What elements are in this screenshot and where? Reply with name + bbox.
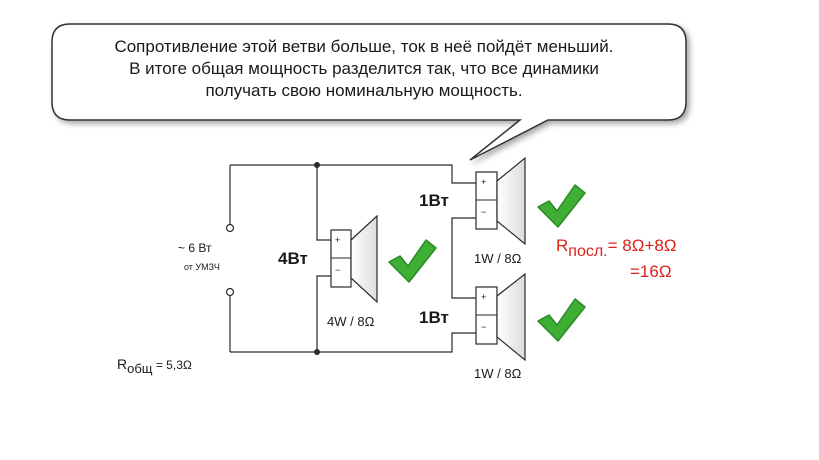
plus-sign: + <box>481 177 487 187</box>
speaker-1w-bottom-rating: 1W / 8Ω <box>474 366 522 381</box>
callout-text: Сопротивление этой ветви больше, ток в н… <box>48 36 680 102</box>
terminal-top <box>225 223 235 233</box>
checkmark-icon <box>537 298 586 342</box>
speaker-1w-top-rating: 1W / 8Ω <box>474 251 522 266</box>
minus-sign: − <box>335 265 341 275</box>
speaker-4w-power-label: 4Вт <box>278 249 308 268</box>
minus-sign: − <box>481 322 487 332</box>
speaker-4w-rating: 4W / 8Ω <box>327 314 375 329</box>
speaker-4w-icon <box>330 214 378 304</box>
callout-line-3: получать свою номинальную мощность. <box>205 81 523 100</box>
series-resistance-result: =16Ω <box>630 262 672 281</box>
checkmark-icon <box>388 239 437 283</box>
speaker-1w-bottom-power-label: 1Вт <box>419 308 449 327</box>
checkmark-icon <box>537 184 586 228</box>
minus-sign: − <box>481 207 487 217</box>
junction-dot <box>314 349 320 355</box>
terminal-bottom <box>225 287 235 297</box>
junction-dot <box>314 162 320 168</box>
speaker-1w-top-icon <box>475 156 526 246</box>
callout-line-1: Сопротивление этой ветви больше, ток в н… <box>114 37 614 56</box>
wires <box>229 164 476 353</box>
plus-sign: + <box>481 292 487 302</box>
total-resistance-label: Rобщ = 5,3Ω <box>117 356 192 376</box>
source-from-label: от УМЗЧ <box>184 262 220 272</box>
speaker-1w-bottom-icon <box>475 272 526 362</box>
source-power-label: ~ 6 Вт <box>178 241 212 255</box>
callout-line-2: В итоге общая мощность разделится так, ч… <box>129 59 599 78</box>
speaker-1w-top-power-label: 1Вт <box>419 191 449 210</box>
series-resistance-formula: Rпосл.= 8Ω+8Ω <box>556 236 677 260</box>
callout-bubble <box>51 23 687 161</box>
plus-sign: + <box>335 235 341 245</box>
